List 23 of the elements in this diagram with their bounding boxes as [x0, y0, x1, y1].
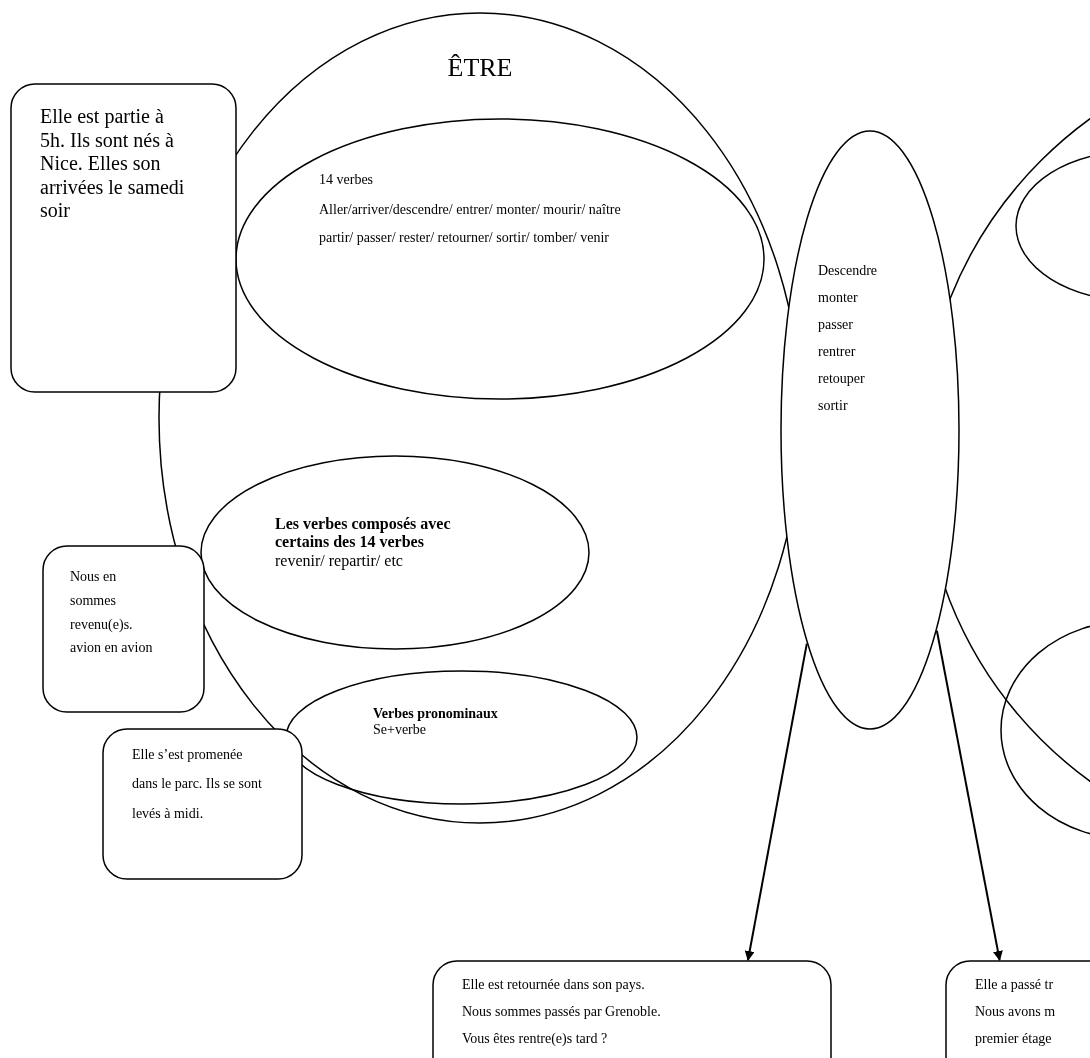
- verb-list: Aller/arriver/descendre/ entrer/ monter/ mourir/ naître partir/ passer/ rester/ retourner/ sortir/ tomber/ venir: [319, 196, 655, 252]
- verb-label: monter: [818, 291, 858, 305]
- example-sentence: Nous sommes passés par Grenoble.: [462, 1005, 661, 1019]
- arrow: [744, 642, 808, 961]
- example-sentences: Elle s’est promenée dans le parc. Ils se sont levés à midi.: [132, 746, 263, 823]
- verb-examples: revenir/ repartir/ etc: [275, 551, 403, 571]
- example-sentences: Nous en sommes revenu(e)s. avion en avion: [70, 568, 154, 658]
- example-sentence: premier étage: [975, 1032, 1052, 1046]
- verb-label: Descendre: [818, 264, 878, 278]
- example-sentence: Nous avons m: [975, 1005, 1056, 1019]
- group-heading: ÊTRE: [447, 52, 513, 84]
- verb-label: sortir: [818, 399, 848, 413]
- ellipse-heading: Verbes pronominaux: [373, 706, 498, 723]
- verb-label: passer: [818, 318, 853, 332]
- arrow: [935, 629, 1003, 961]
- example-sentence: Elle a passé tr: [975, 978, 1054, 992]
- example-sentences: Elle est partie à 5h. Ils sont nés à Nice. Elles son arrivées le samedi soir: [40, 105, 186, 223]
- verb-count: 14 verbes: [319, 171, 374, 189]
- verb-label: rentrer: [818, 345, 856, 359]
- example-sentence: Elle est retournée dans son pays.: [462, 978, 645, 992]
- example-sentence: Vous êtes rentre(e)s tard ?: [462, 1032, 608, 1046]
- verb-formula: Se+verbe: [373, 722, 426, 739]
- verb-label: retouper: [818, 372, 865, 386]
